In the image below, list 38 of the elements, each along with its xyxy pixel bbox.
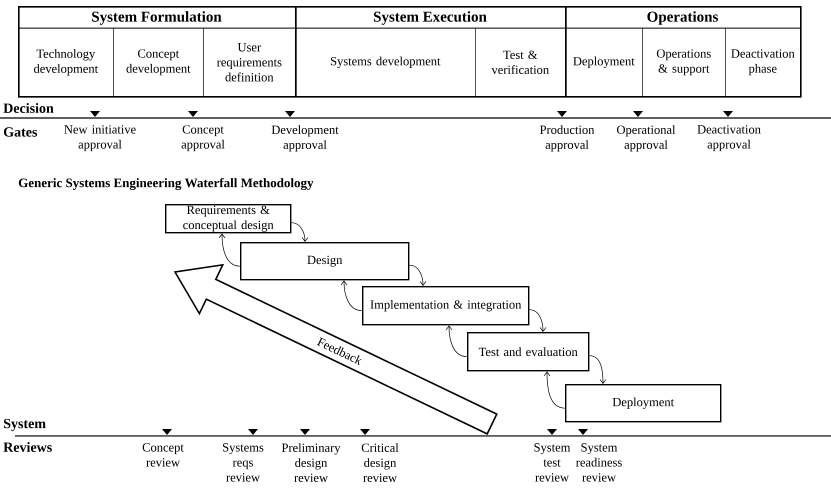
arrow bbox=[218, 233, 240, 267]
gate-label: Deactivation approval bbox=[697, 125, 761, 152]
gate-label: New initiative approval bbox=[64, 125, 136, 152]
arrow bbox=[409, 264, 426, 286]
review-label: Systems reqs review bbox=[223, 443, 264, 482]
phase-cell: Test & verification bbox=[475, 28, 566, 97]
review-label: System test review bbox=[534, 443, 570, 482]
arrow bbox=[291, 222, 308, 242]
phase-cell: Technology development bbox=[18, 28, 114, 97]
row-label: Reviews bbox=[3, 442, 52, 452]
review-label: System readiness review bbox=[576, 443, 622, 482]
gate-label: Concept approval bbox=[182, 125, 225, 152]
row-label: Gates bbox=[4, 127, 38, 137]
process-box: Design bbox=[240, 242, 410, 280]
phase-cell: User requirements definition bbox=[203, 28, 296, 97]
phase-cell: Systems development bbox=[295, 28, 476, 97]
arrow bbox=[446, 325, 468, 358]
process-box: Deployment bbox=[565, 384, 722, 422]
review-label: Preliminary design review bbox=[282, 443, 340, 482]
gate-label: Production approval bbox=[540, 125, 594, 152]
phase-cell: Operations & support bbox=[642, 28, 726, 97]
row-label: Decision bbox=[3, 103, 54, 113]
row-label: System bbox=[4, 418, 46, 432]
gate-label: Operational approval bbox=[617, 125, 676, 152]
process-box: Test and evaluation bbox=[467, 332, 590, 372]
review-label: Critical design review bbox=[362, 443, 398, 482]
review-label: Concept review bbox=[142, 443, 184, 467]
phase-cell: Concept development bbox=[113, 28, 204, 97]
arrow bbox=[589, 355, 606, 384]
phase-cell: Deactivation phase bbox=[725, 28, 801, 97]
gate-label: Development approval bbox=[272, 125, 339, 152]
process-box: Implementation & integration bbox=[362, 286, 530, 326]
process-box: Requirements & conceptual design bbox=[165, 204, 292, 234]
arrow bbox=[529, 309, 546, 332]
arrow bbox=[340, 280, 362, 312]
section-title: Generic Systems Engineering Waterfall Methodology bbox=[18, 178, 314, 190]
phase-cell: Deployment bbox=[565, 28, 643, 97]
arrow bbox=[544, 371, 566, 409]
